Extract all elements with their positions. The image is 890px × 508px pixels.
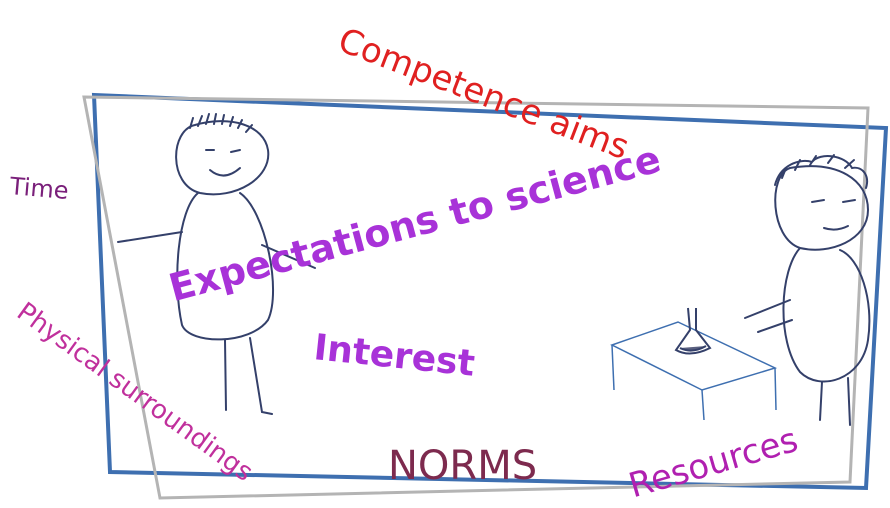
left-person-hair: [189, 113, 253, 133]
left-person-eyes: [205, 149, 241, 153]
frame-inner: [82, 95, 870, 500]
right-person-mouth: [823, 225, 849, 231]
right-person-arm-back: [757, 319, 793, 333]
right-person-leg-left: [819, 381, 823, 421]
left-person-figure: [117, 113, 316, 415]
frame-outer: [91, 92, 889, 491]
table-leg-right: [774, 367, 777, 411]
flask-icon: [674, 307, 712, 355]
left-person-mouth: [209, 167, 241, 177]
left-person-head: [175, 120, 270, 196]
table-top: [610, 321, 778, 391]
label-time: Time: [8, 172, 70, 206]
right-person-leg-right: [847, 377, 851, 426]
table-leg-left: [611, 344, 615, 391]
left-person-leg-right: [249, 337, 273, 415]
left-person-body: [176, 192, 275, 341]
lab-table: [610, 321, 778, 421]
right-person-hair: [774, 154, 868, 189]
left-person-leg-left: [224, 339, 227, 411]
table-leg-front: [701, 389, 705, 421]
right-person-arm-front: [744, 299, 791, 319]
right-person-eyes: [811, 199, 856, 203]
right-person-figure: [744, 154, 871, 426]
label-norms: NORMS: [388, 443, 538, 489]
left-person-arm-left: [117, 231, 183, 243]
right-person-head: [774, 165, 870, 251]
left-person-arm-right: [261, 244, 316, 269]
